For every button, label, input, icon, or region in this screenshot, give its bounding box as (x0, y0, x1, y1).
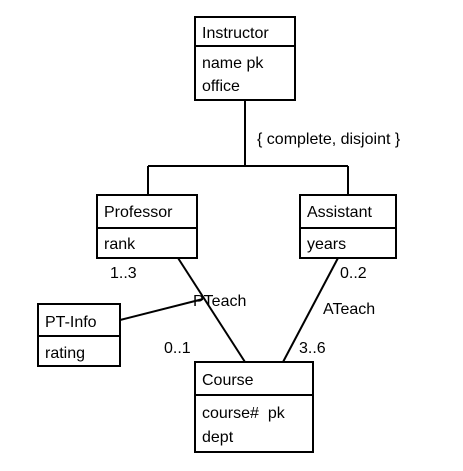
assistant-name: Assistant (307, 204, 372, 221)
professor-attribute: rank (104, 236, 136, 253)
assistant-box (299, 194, 397, 259)
pt-info-attribute: rating (45, 345, 85, 362)
class-assistant: Assistant years (299, 194, 397, 259)
ateach-line (282, 257, 339, 363)
course-attribute: dept (202, 429, 234, 446)
generalization-constraint: { complete, disjoint } (257, 131, 401, 148)
association-ateach: ATeach 0..2 3..6 (282, 257, 375, 363)
pteach-label: PTeach (193, 293, 246, 310)
class-pt-info: PT-Info rating (37, 303, 121, 367)
instructor-attribute: office (202, 78, 240, 95)
course-attribute: course# pk (202, 405, 286, 422)
pteach-association-class-link (119, 298, 204, 321)
ateach-multiplicity-assistant: 0..2 (340, 265, 367, 282)
course-name: Course (202, 372, 254, 389)
pteach-multiplicity-professor: 1..3 (110, 265, 137, 282)
professor-name: Professor (104, 204, 173, 221)
pt-info-name: PT-Info (45, 314, 97, 331)
professor-box (96, 194, 198, 259)
instructor-name: Instructor (202, 25, 269, 42)
association-pteach: PTeach 1..3 0..1 (110, 257, 246, 363)
course-box (194, 361, 314, 453)
class-course: Course course# pk dept (194, 361, 314, 453)
class-professor: Professor rank (96, 194, 198, 259)
ateach-multiplicity-course: 3..6 (299, 340, 326, 357)
pteach-multiplicity-course: 0..1 (164, 340, 191, 357)
instructor-box (194, 16, 296, 101)
ateach-label: ATeach (323, 301, 375, 318)
assistant-attribute: years (307, 236, 346, 253)
pteach-line (177, 257, 246, 363)
instructor-attribute: name pk (202, 55, 264, 72)
class-instructor: Instructor name pk office (194, 16, 296, 101)
